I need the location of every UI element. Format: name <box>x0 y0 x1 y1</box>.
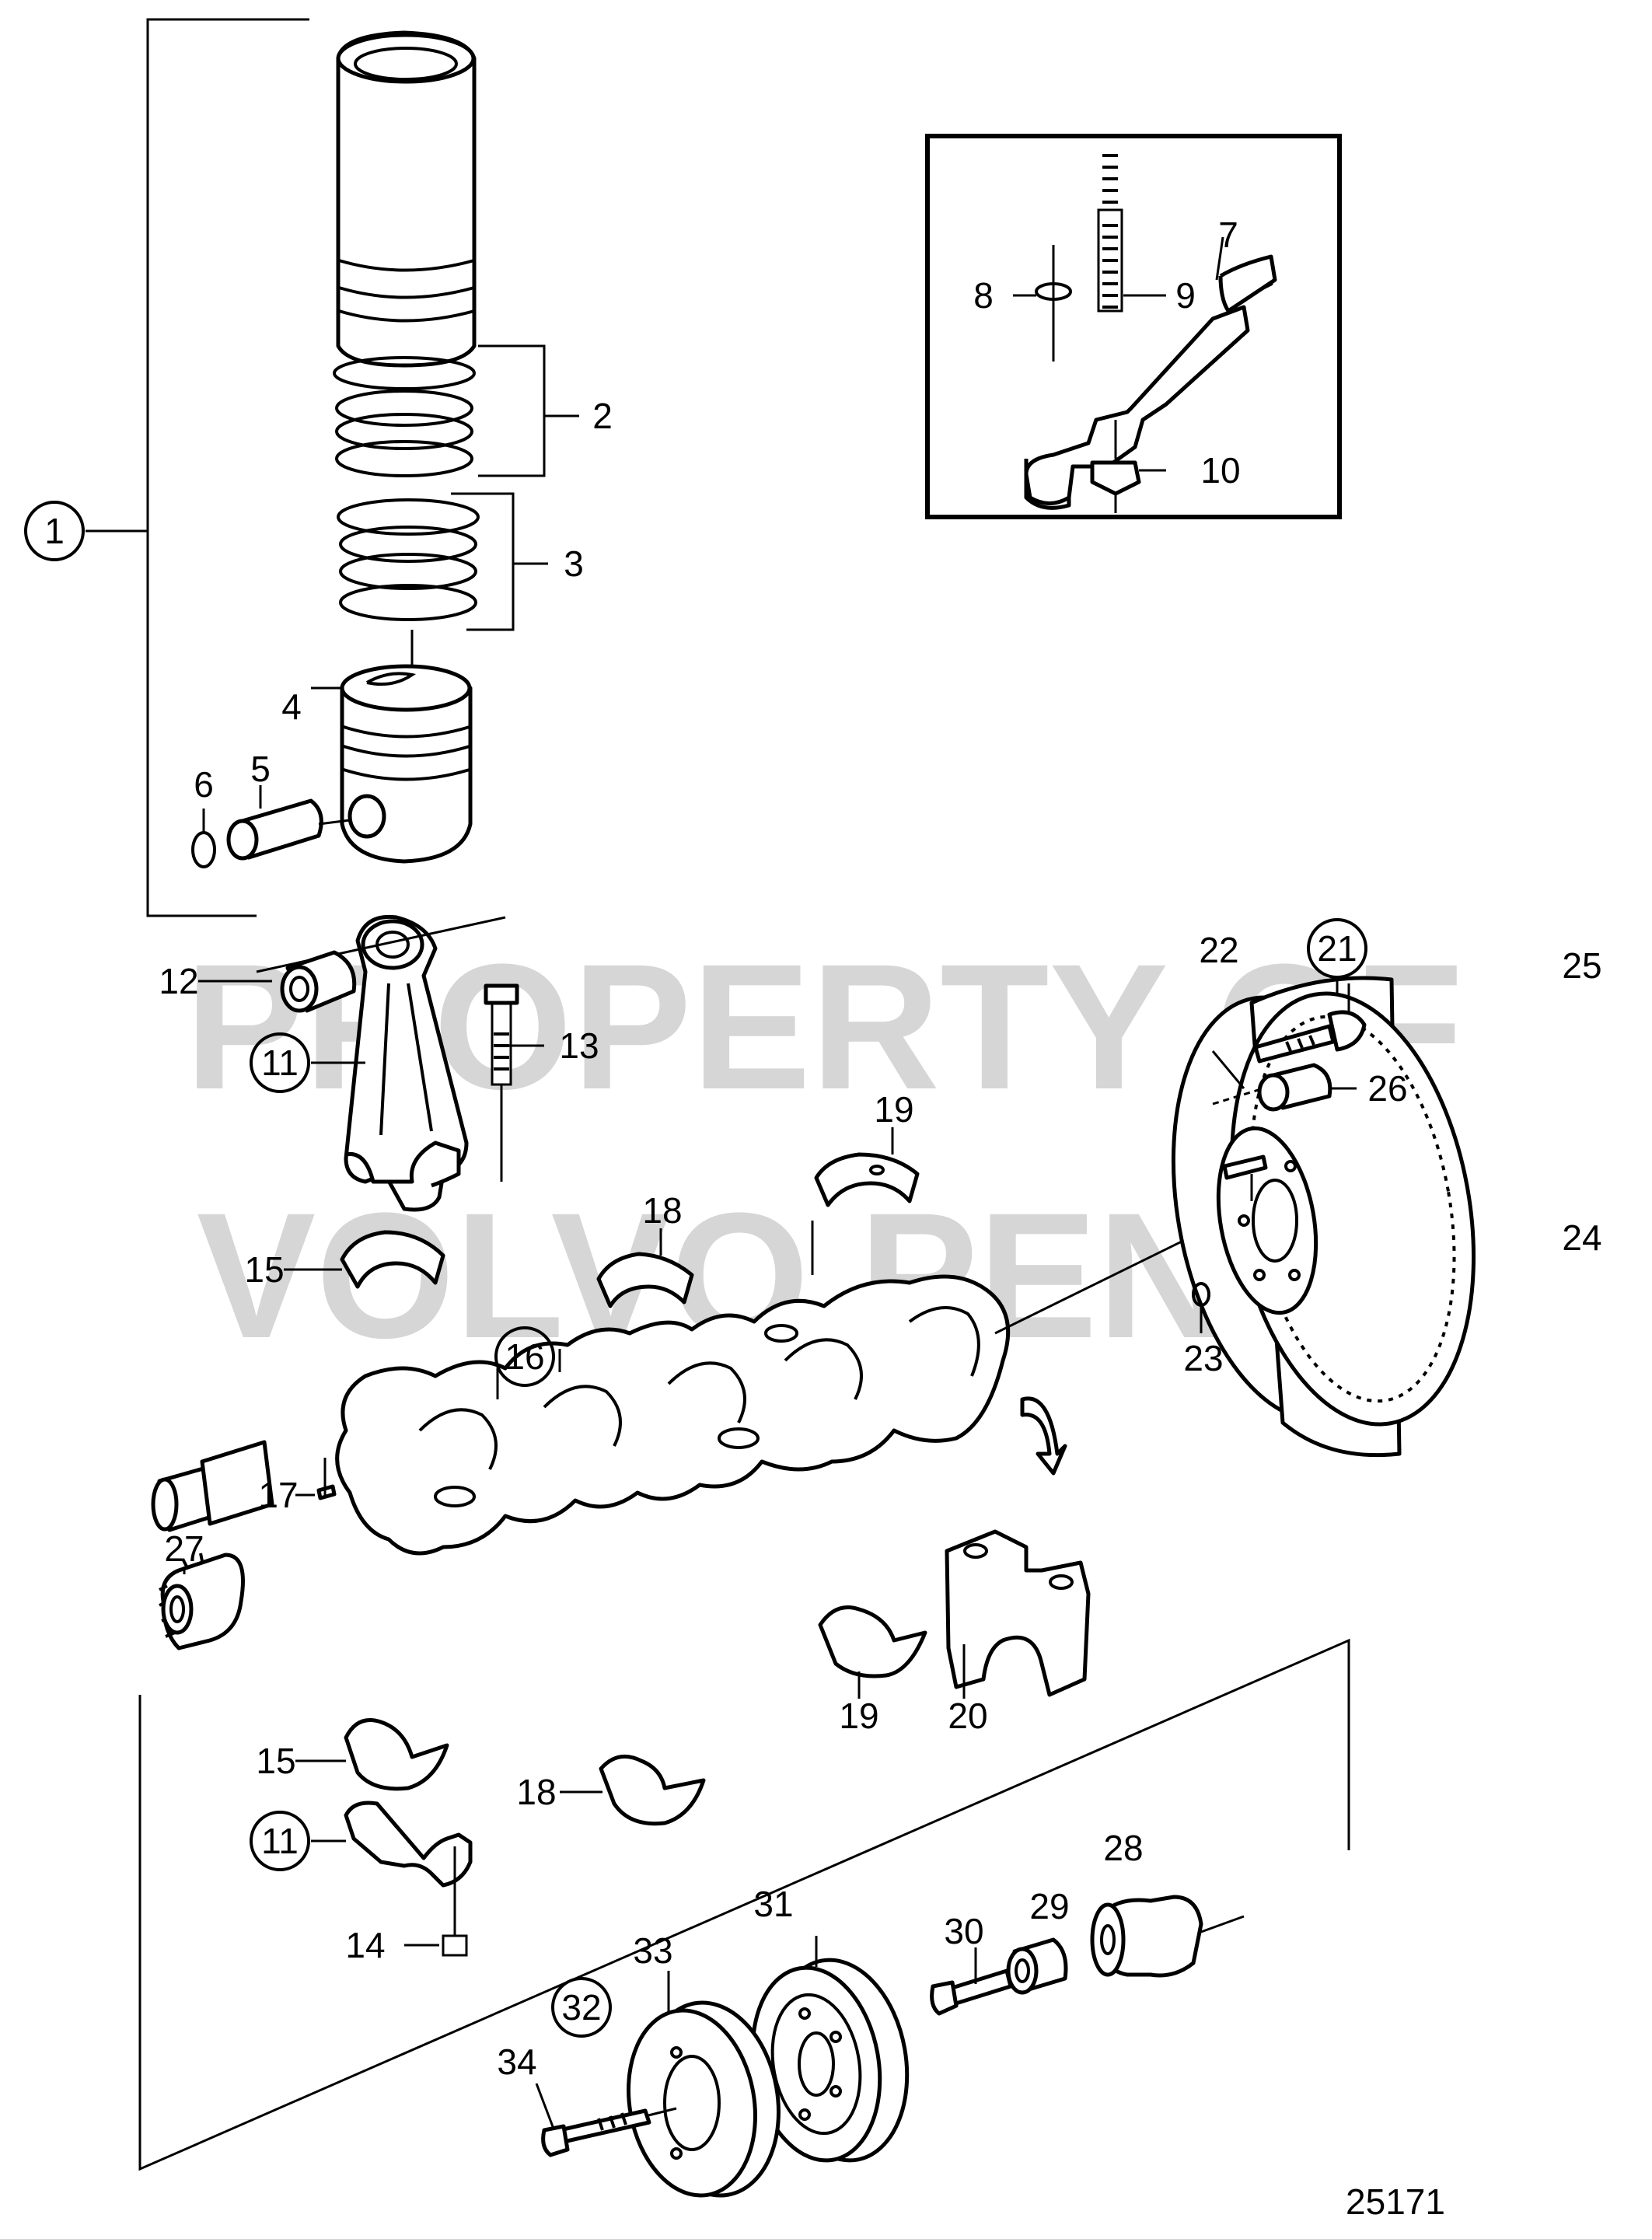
callout-7: 7 <box>1218 215 1238 255</box>
crankshaft-gear <box>159 1553 245 1650</box>
callout-34: 34 <box>497 2042 536 2082</box>
hub-bolt <box>930 1947 1013 2016</box>
callout-30: 30 <box>944 1911 983 1951</box>
callout-circle-16 <box>494 1326 555 1387</box>
callout-17: 17 <box>258 1475 298 1515</box>
callout-15-lower: 15 <box>256 1741 295 1781</box>
small-end-bushing <box>280 950 357 1013</box>
front-pulley-bracket <box>138 1638 1350 2171</box>
callout-circle-21 <box>1307 918 1367 979</box>
bearing-shell-19-upper <box>814 1152 920 1207</box>
con-rod-nut <box>404 1934 468 1957</box>
callout-31: 31 <box>753 1884 793 1924</box>
piston-ring-set-2 <box>333 344 579 477</box>
bearing-shell-18-upper <box>596 1252 694 1308</box>
leader-lines <box>496 1221 814 1399</box>
woodruff-key <box>295 1458 337 1500</box>
callout-15-upper: 15 <box>244 1249 284 1290</box>
callout-27: 27 <box>164 1528 204 1569</box>
con-rod-bolt <box>484 983 544 1182</box>
damper-bolt <box>535 2083 677 2157</box>
callout-11-lower: 11 <box>261 1821 299 1861</box>
callout-12: 12 <box>159 961 198 1001</box>
callout-2: 2 <box>592 396 613 436</box>
callout-19-lower: 19 <box>839 1696 878 1736</box>
callout-18-lower: 18 <box>516 1772 556 1812</box>
piston-ring-set-3 <box>337 492 548 665</box>
piston-pin <box>226 798 351 861</box>
callout-13: 13 <box>559 1025 599 1066</box>
hub-spacer <box>1006 1937 1068 1995</box>
inset-box-oil-nozzle <box>925 134 1342 519</box>
callout-20: 20 <box>948 1696 987 1736</box>
callout-22: 22 <box>1199 930 1238 970</box>
con-rod-cap <box>311 1801 473 1944</box>
callout-28: 28 <box>1103 1828 1143 1868</box>
crankshaft-rotation-arrow <box>1020 1396 1067 1476</box>
callout-18-upper: 18 <box>642 1190 682 1231</box>
crankshaft-pulley <box>750 1936 910 2163</box>
drawing-number: 25171 <box>1346 2181 1445 2222</box>
callout-24: 24 <box>1562 1217 1601 1258</box>
callouts: 1 2 3 4 5 6 7 8 9 10 11 11 12 13 14 15 1… <box>24 215 1602 2082</box>
callout-32: 32 <box>561 1987 601 2028</box>
callout-4: 4 <box>281 686 302 727</box>
callout-26: 26 <box>1367 1068 1407 1109</box>
callout-23: 23 <box>1183 1338 1223 1378</box>
flywheel-pin-24 <box>1222 1154 1268 1201</box>
bearing-shell-18-lower <box>599 1754 706 1826</box>
callout-8: 8 <box>973 275 994 316</box>
bearing-shell-19-lower <box>818 1605 927 1678</box>
bearing-shell-15-lower <box>344 1718 449 1791</box>
bearing-shell-15-upper <box>340 1230 445 1289</box>
crankshaft <box>151 1215 1233 1556</box>
callout-11-upper: 11 <box>261 1043 299 1083</box>
flywheel-bolt <box>1253 983 1367 1064</box>
main-bearing-cap <box>945 1529 1091 1697</box>
callout-21: 21 <box>1317 928 1357 969</box>
callout-circle-1 <box>24 501 85 561</box>
callout-6: 6 <box>194 764 214 805</box>
group-1-bracket <box>86 18 309 917</box>
callout-33: 33 <box>633 1930 672 1971</box>
callout-3: 3 <box>564 543 584 584</box>
callout-1: 1 <box>44 511 65 551</box>
flywheel-dowel-23 <box>1192 1282 1210 1333</box>
callout-29: 29 <box>1029 1886 1069 1926</box>
callout-5: 5 <box>250 749 271 789</box>
callout-19-upper: 19 <box>874 1089 913 1130</box>
crankshaft-hub <box>1090 1895 1245 1978</box>
pilot-bearing <box>1212 1063 1357 1112</box>
callout-16: 16 <box>505 1336 544 1377</box>
callout-circle-11a <box>250 1032 310 1093</box>
circlip <box>191 831 216 868</box>
callout-25: 25 <box>1562 945 1601 986</box>
piston <box>311 664 473 864</box>
callout-14: 14 <box>345 1925 385 1965</box>
cylinder-liner <box>336 30 477 368</box>
connecting-rod <box>256 914 506 1212</box>
callout-circle-11b <box>250 1811 310 1871</box>
callout-9: 9 <box>1175 275 1196 316</box>
vibration-damper <box>627 1971 781 2198</box>
callout-circle-32 <box>551 1977 612 2038</box>
callout-10: 10 <box>1200 450 1240 491</box>
